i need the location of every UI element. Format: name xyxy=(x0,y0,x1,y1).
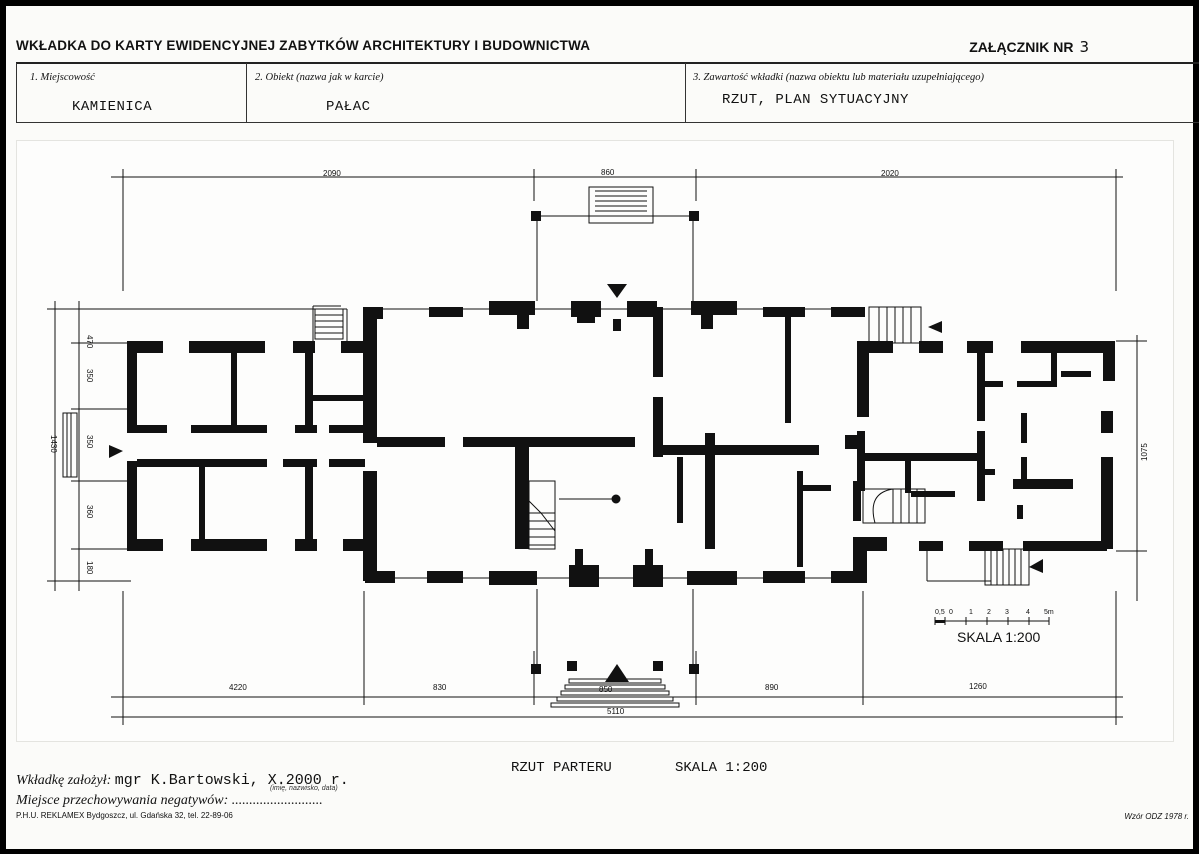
header-bottom-rule xyxy=(16,122,1199,123)
scale-tick: 5m xyxy=(1044,609,1054,616)
dim-bottom-5: 1260 xyxy=(969,682,987,691)
scale-tick: 0,5 xyxy=(935,609,945,616)
negatives-line: Miejsce przechowywania negatywów: ......… xyxy=(16,793,323,808)
floor-plan-drawing: 2090 860 2020 4220 830 850 890 1260 5110… xyxy=(16,140,1174,742)
stairs xyxy=(62,186,1030,708)
dim-left-3: 350 xyxy=(85,435,94,449)
form-title: WKŁADKA DO KARTY EWIDENCYJNEJ ZABYTKÓW A… xyxy=(16,38,591,53)
field-label-object: 2. Obiekt (nazwa jak w karcie) xyxy=(255,72,384,83)
form-pattern-note: Wzór ODZ 1978 r. xyxy=(1124,812,1189,821)
annex-number: 3 xyxy=(1079,38,1089,56)
pillars xyxy=(531,211,699,674)
field-divider xyxy=(685,63,686,123)
dim-left-2: 350 xyxy=(85,369,94,383)
header-top-rule xyxy=(16,62,1199,64)
field-value-content: RZUT, PLAN SYTUACYJNY xyxy=(722,92,909,108)
annex-label-text: ZAŁĄCZNIK NR xyxy=(969,39,1074,55)
field-divider xyxy=(16,63,17,123)
scale-bar: 0,5 0 1 2 3 4 5m SKALA 1:200 xyxy=(934,609,1054,645)
dimension-labels: 2090 860 2020 4220 830 850 890 1260 5110… xyxy=(49,168,1149,716)
walls xyxy=(127,301,1115,587)
field-value-object: PAŁAC xyxy=(326,99,371,115)
field-value-locality: KAMIENICA xyxy=(72,99,153,115)
dim-top-left: 2090 xyxy=(323,169,341,178)
dim-top-right: 2020 xyxy=(881,169,899,178)
dim-top-center: 860 xyxy=(601,168,615,177)
annex-label: ZAŁĄCZNIK NR 3 xyxy=(969,38,1089,56)
dim-bottom-total: 5110 xyxy=(607,707,625,716)
author-line: Wkładkę założył: mgr K.Bartowski, X.2000… xyxy=(16,772,349,792)
dim-left-4: 360 xyxy=(85,505,94,519)
field-label-content: 3. Zawartość wkładki (nazwa obiektu lub … xyxy=(693,72,985,83)
plan-scale-caption: SKALA 1:200 xyxy=(675,760,768,776)
scale-tick: 2 xyxy=(987,609,991,616)
scale-tick: 1 xyxy=(969,609,973,616)
dim-bottom-2: 830 xyxy=(433,683,447,692)
dim-bottom-4: 890 xyxy=(765,683,779,692)
scale-label: SKALA 1:200 xyxy=(957,629,1041,645)
floor-plan-svg: 2090 860 2020 4220 830 850 890 1260 5110… xyxy=(47,168,1149,725)
dim-bottom-3: 850 xyxy=(599,685,613,694)
author-hint: (imię, nazwisko, data) xyxy=(270,785,338,792)
author-value: mgr K.Bartowski, X.2000 r. xyxy=(114,772,349,789)
dim-left-5: 180 xyxy=(85,561,94,575)
dim-bottom-1: 4220 xyxy=(229,683,247,692)
dim-right: 1075 xyxy=(1140,443,1149,461)
entrance-arrows xyxy=(109,284,1043,682)
printer-imprint: P.H.U. REKLAMEX Bydgoszcz, ul. Gdańska 3… xyxy=(16,811,233,820)
scale-tick: 4 xyxy=(1026,609,1030,616)
author-label: Wkładkę założył: xyxy=(16,773,112,788)
scale-tick: 0 xyxy=(949,609,953,616)
plan-caption: RZUT PARTERU xyxy=(511,760,612,776)
field-divider xyxy=(246,63,247,123)
scale-tick: 3 xyxy=(1005,609,1009,616)
field-label-locality: 1. Miejscowość xyxy=(30,72,95,83)
dim-left-total: 1430 xyxy=(49,435,58,453)
dim-left-1: 470 xyxy=(85,335,94,349)
